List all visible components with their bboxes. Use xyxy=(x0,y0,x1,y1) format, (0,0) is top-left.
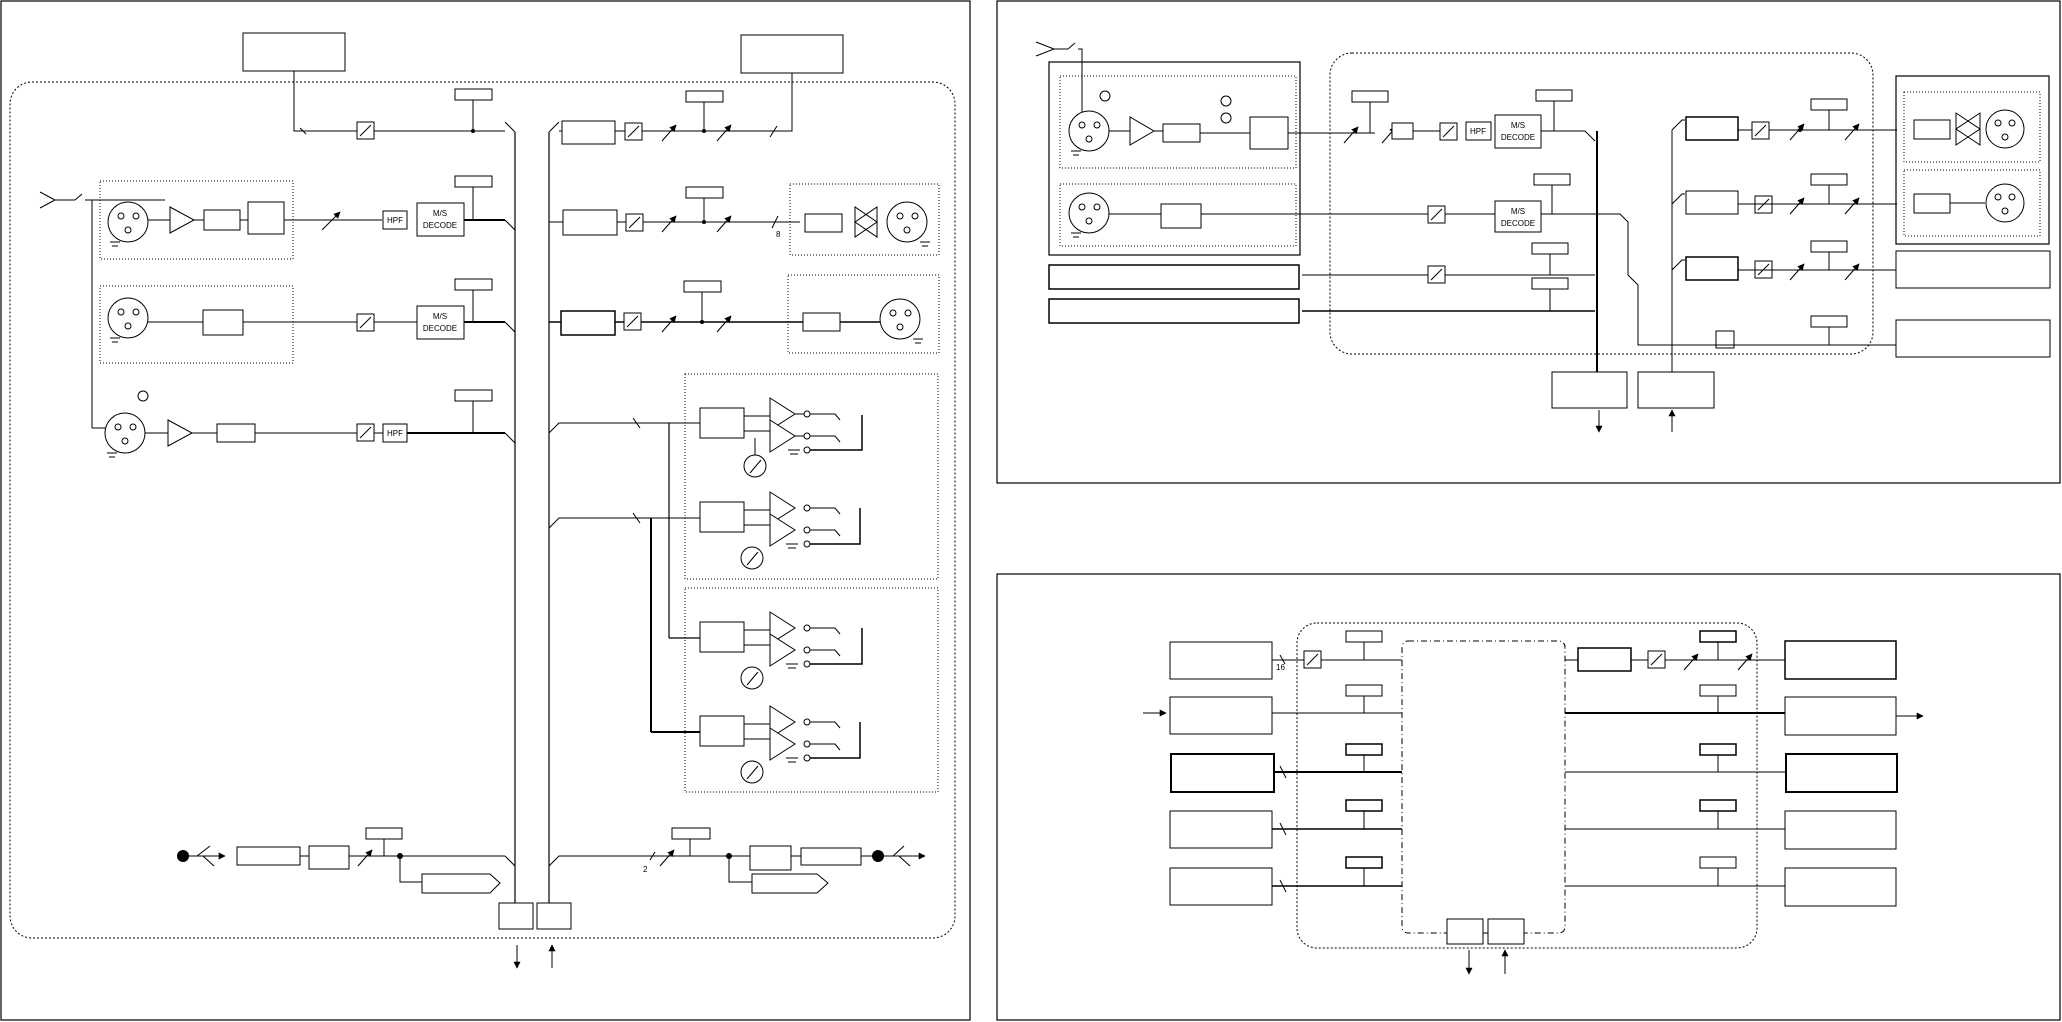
ms-decode-label-bottom: DECODE xyxy=(423,221,457,230)
phantom-power-indicator-icon xyxy=(1220,112,1232,124)
amplifier-icon xyxy=(769,419,796,453)
amplifier-icon xyxy=(769,513,796,547)
meter-icon xyxy=(740,546,764,570)
headphone-channel-2 xyxy=(699,491,861,570)
ms-decode-label-bottom: DECODE xyxy=(423,324,457,333)
xlr-connector-icon xyxy=(879,298,923,344)
amplifier-icon xyxy=(769,705,796,739)
switch-icon xyxy=(1391,122,1414,140)
send-tag xyxy=(1531,277,1569,290)
bus-count-label: 8 xyxy=(776,230,781,239)
meter-icon xyxy=(740,666,764,690)
meter-icon xyxy=(740,760,764,784)
send-tag xyxy=(1345,799,1383,812)
send-tag xyxy=(1699,856,1737,869)
send-tag xyxy=(1699,743,1737,756)
ms-decode-label-top: M/S xyxy=(1511,121,1525,130)
ms-decode-label-bottom: DECODE xyxy=(1501,219,1535,228)
send-tag xyxy=(454,278,493,291)
send-tag xyxy=(454,175,493,188)
send-tag xyxy=(365,827,403,840)
send-tag xyxy=(1531,242,1569,255)
ms-decode-label-top: M/S xyxy=(1511,207,1525,216)
amplifier-icon xyxy=(169,206,196,234)
send-tag xyxy=(1699,630,1737,643)
send-tag xyxy=(1810,315,1848,328)
amplifier-icon xyxy=(1129,116,1155,146)
amplifier-icon xyxy=(1955,112,1981,146)
ms-decode-label-top: M/S xyxy=(433,312,447,321)
send-tag xyxy=(1533,173,1571,186)
hpf-label: HPF xyxy=(387,216,403,225)
top-source-block-left xyxy=(242,32,346,72)
usb-icon xyxy=(872,850,884,862)
send-tag xyxy=(1699,684,1737,697)
send-tag xyxy=(1345,630,1383,643)
usb-icon xyxy=(177,850,189,862)
xlr-connector-icon xyxy=(1985,109,2025,149)
headphone-channel-4 xyxy=(699,705,861,784)
phantom-power-indicator-icon xyxy=(1220,95,1232,107)
send-tag xyxy=(454,88,493,101)
main-routing-panel: HPF M/S DECODE M/S DECODE xyxy=(0,0,971,1021)
phantom-power-indicator-icon xyxy=(1099,90,1111,102)
xlr-connector-icon xyxy=(1068,110,1110,156)
send-tag xyxy=(683,280,722,293)
hpf-label: HPF xyxy=(1470,127,1486,136)
bus-count-label: 16 xyxy=(1276,663,1285,672)
ms-decode-label-top: M/S xyxy=(433,209,447,218)
xlr-connector-icon xyxy=(886,201,930,247)
bus-input-block xyxy=(536,902,572,930)
xlr-connector-icon xyxy=(1068,192,1110,238)
switch-icon xyxy=(1715,330,1735,349)
xlr-connector-icon xyxy=(1985,183,2025,223)
send-tag xyxy=(1810,98,1848,111)
amplifier-icon xyxy=(854,206,878,238)
send-tag xyxy=(685,186,724,199)
headphone-channel-1 xyxy=(699,397,863,478)
hpf-label: HPF xyxy=(387,429,403,438)
top-source-block-right xyxy=(740,34,844,74)
bus-count-label: 2 xyxy=(643,865,648,874)
amplifier-icon xyxy=(769,397,796,431)
xlr-connector-icon xyxy=(107,201,149,247)
amplifier-icon xyxy=(769,727,796,761)
send-tag xyxy=(671,827,711,840)
monitor-routing-panel: HPF M/S DECODE M/S DECODE xyxy=(996,0,2061,484)
ms-decode-label-bottom: DECODE xyxy=(1501,133,1535,142)
amplifier-icon xyxy=(769,491,796,525)
send-tag xyxy=(1345,684,1383,697)
send-tag xyxy=(1345,856,1383,869)
send-tag xyxy=(685,90,724,103)
send-tag xyxy=(1345,743,1383,756)
phantom-power-indicator-icon xyxy=(137,390,149,402)
send-tag xyxy=(1351,90,1389,103)
amplifier-icon xyxy=(769,611,796,645)
send-tag xyxy=(454,389,493,402)
amplifier-icon xyxy=(769,633,796,667)
meter-icon xyxy=(743,454,767,478)
matrix-routing-panel: 16 xyxy=(996,573,2061,1021)
headphone-channel-3 xyxy=(699,611,863,690)
send-tag xyxy=(1810,173,1848,186)
send-tag xyxy=(1535,89,1573,102)
amplifier-icon xyxy=(167,419,194,447)
xlr-connector-icon xyxy=(107,297,149,343)
bus-output-block xyxy=(498,902,534,930)
send-tag xyxy=(1810,240,1848,253)
send-tag xyxy=(1699,799,1737,812)
xlr-connector-icon xyxy=(104,412,146,458)
